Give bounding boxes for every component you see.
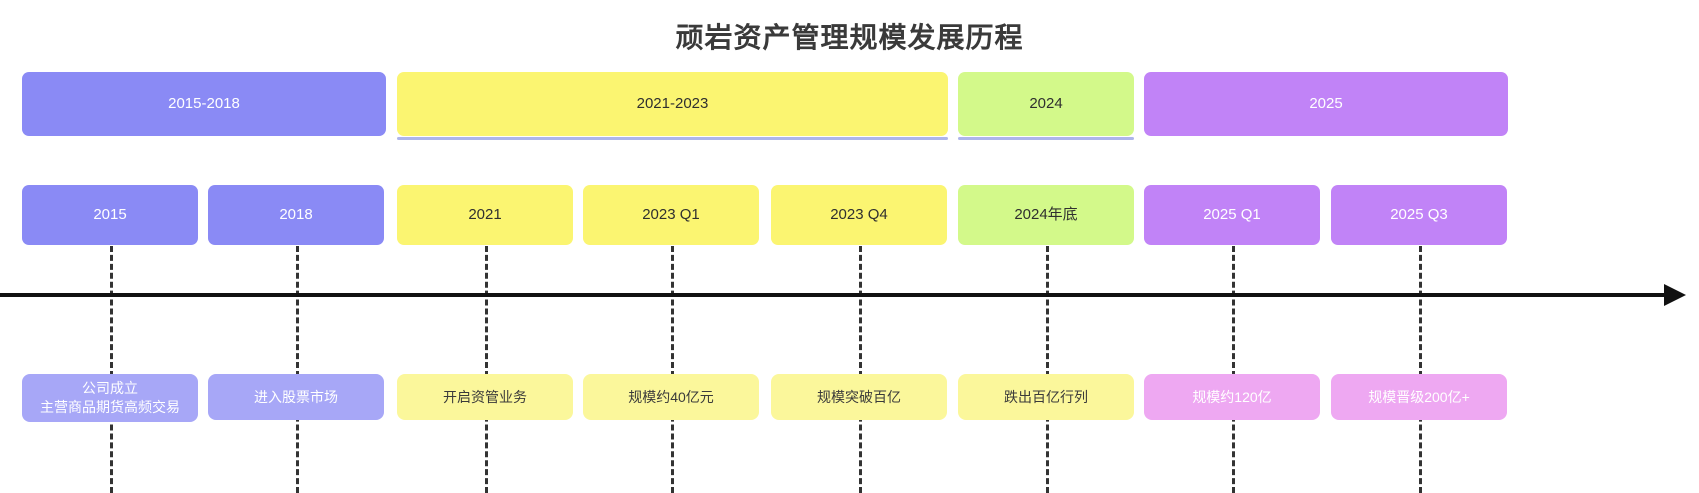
description-text: 开启资管业务 [437, 388, 533, 407]
milestone-box[interactable]: 2021 [397, 185, 573, 245]
milestone-connector [1232, 246, 1235, 493]
milestone-label: 2021 [468, 205, 502, 223]
period-box[interactable]: 2021-2023 [397, 72, 948, 136]
description-line: 规模约120亿 [1192, 388, 1272, 405]
description-box[interactable]: 规模晋级200亿+ [1331, 374, 1507, 420]
milestone-connector [1046, 246, 1049, 493]
description-line: 主营商品期货高频交易 [40, 399, 180, 415]
description-line: 开启资管业务 [443, 388, 527, 405]
description-box[interactable]: 进入股票市场 [208, 374, 384, 420]
milestone-label: 2025 Q1 [1203, 205, 1261, 223]
description-box[interactable]: 开启资管业务 [397, 374, 573, 420]
description-text: 规模晋级200亿+ [1362, 388, 1476, 407]
description-text: 规模突破百亿 [811, 388, 907, 407]
description-box[interactable]: 规模突破百亿 [771, 374, 947, 420]
description-line: 规模晋级200亿+ [1368, 388, 1470, 405]
page-title: 顽岩资产管理规模发展历程 [675, 22, 1024, 53]
timeline-arrow-icon [1664, 284, 1686, 306]
period-label: 2021-2023 [636, 94, 709, 112]
milestone-label: 2015 [93, 205, 127, 223]
milestone-box[interactable]: 2025 Q3 [1331, 185, 1507, 245]
milestone-connector [1419, 246, 1422, 493]
milestone-connector [671, 246, 674, 493]
milestone-box[interactable]: 2015 [22, 185, 198, 245]
timeline-axis-line [0, 293, 1668, 297]
milestone-box[interactable]: 2023 Q1 [583, 185, 759, 245]
milestone-connector [859, 246, 862, 493]
period-box[interactable]: 2024 [958, 72, 1134, 136]
description-line: 跌出百亿行列 [1004, 388, 1088, 405]
milestone-label: 2023 Q4 [830, 205, 888, 223]
milestone-label: 2024年底 [1014, 205, 1078, 223]
description-line: 公司成立 [82, 380, 138, 397]
milestone-box[interactable]: 2018 [208, 185, 384, 245]
description-text: 规模约40亿元 [622, 388, 720, 407]
description-line: 进入股票市场 [254, 388, 338, 405]
description-box[interactable]: 公司成立主营商品期货高频交易 [22, 374, 198, 422]
milestone-connector [110, 246, 113, 493]
milestone-connector [296, 246, 299, 493]
period-label: 2025 [1309, 94, 1343, 112]
period-label: 2024 [1029, 94, 1063, 112]
period-box[interactable]: 2015-2018 [22, 72, 386, 136]
milestone-label: 2018 [279, 205, 313, 223]
description-box[interactable]: 规模约120亿 [1144, 374, 1320, 420]
milestone-box[interactable]: 2023 Q4 [771, 185, 947, 245]
description-box[interactable]: 跌出百亿行列 [958, 374, 1134, 420]
milestone-label: 2025 Q3 [1390, 205, 1448, 223]
description-text: 进入股票市场 [248, 388, 344, 407]
period-underline [397, 137, 948, 140]
description-line: 规模突破百亿 [817, 388, 901, 405]
period-box[interactable]: 2025 [1144, 72, 1508, 136]
milestone-connector [485, 246, 488, 493]
description-text: 公司成立主营商品期货高频交易 [34, 379, 186, 417]
description-line: 规模约40亿元 [628, 388, 714, 405]
description-text: 跌出百亿行列 [998, 388, 1094, 407]
description-text: 规模约120亿 [1186, 388, 1277, 407]
milestone-label: 2023 Q1 [642, 205, 700, 223]
description-box[interactable]: 规模约40亿元 [583, 374, 759, 420]
period-label: 2015-2018 [168, 94, 240, 112]
period-underline [958, 137, 1134, 140]
milestone-box[interactable]: 2024年底 [958, 185, 1134, 245]
milestone-box[interactable]: 2025 Q1 [1144, 185, 1320, 245]
